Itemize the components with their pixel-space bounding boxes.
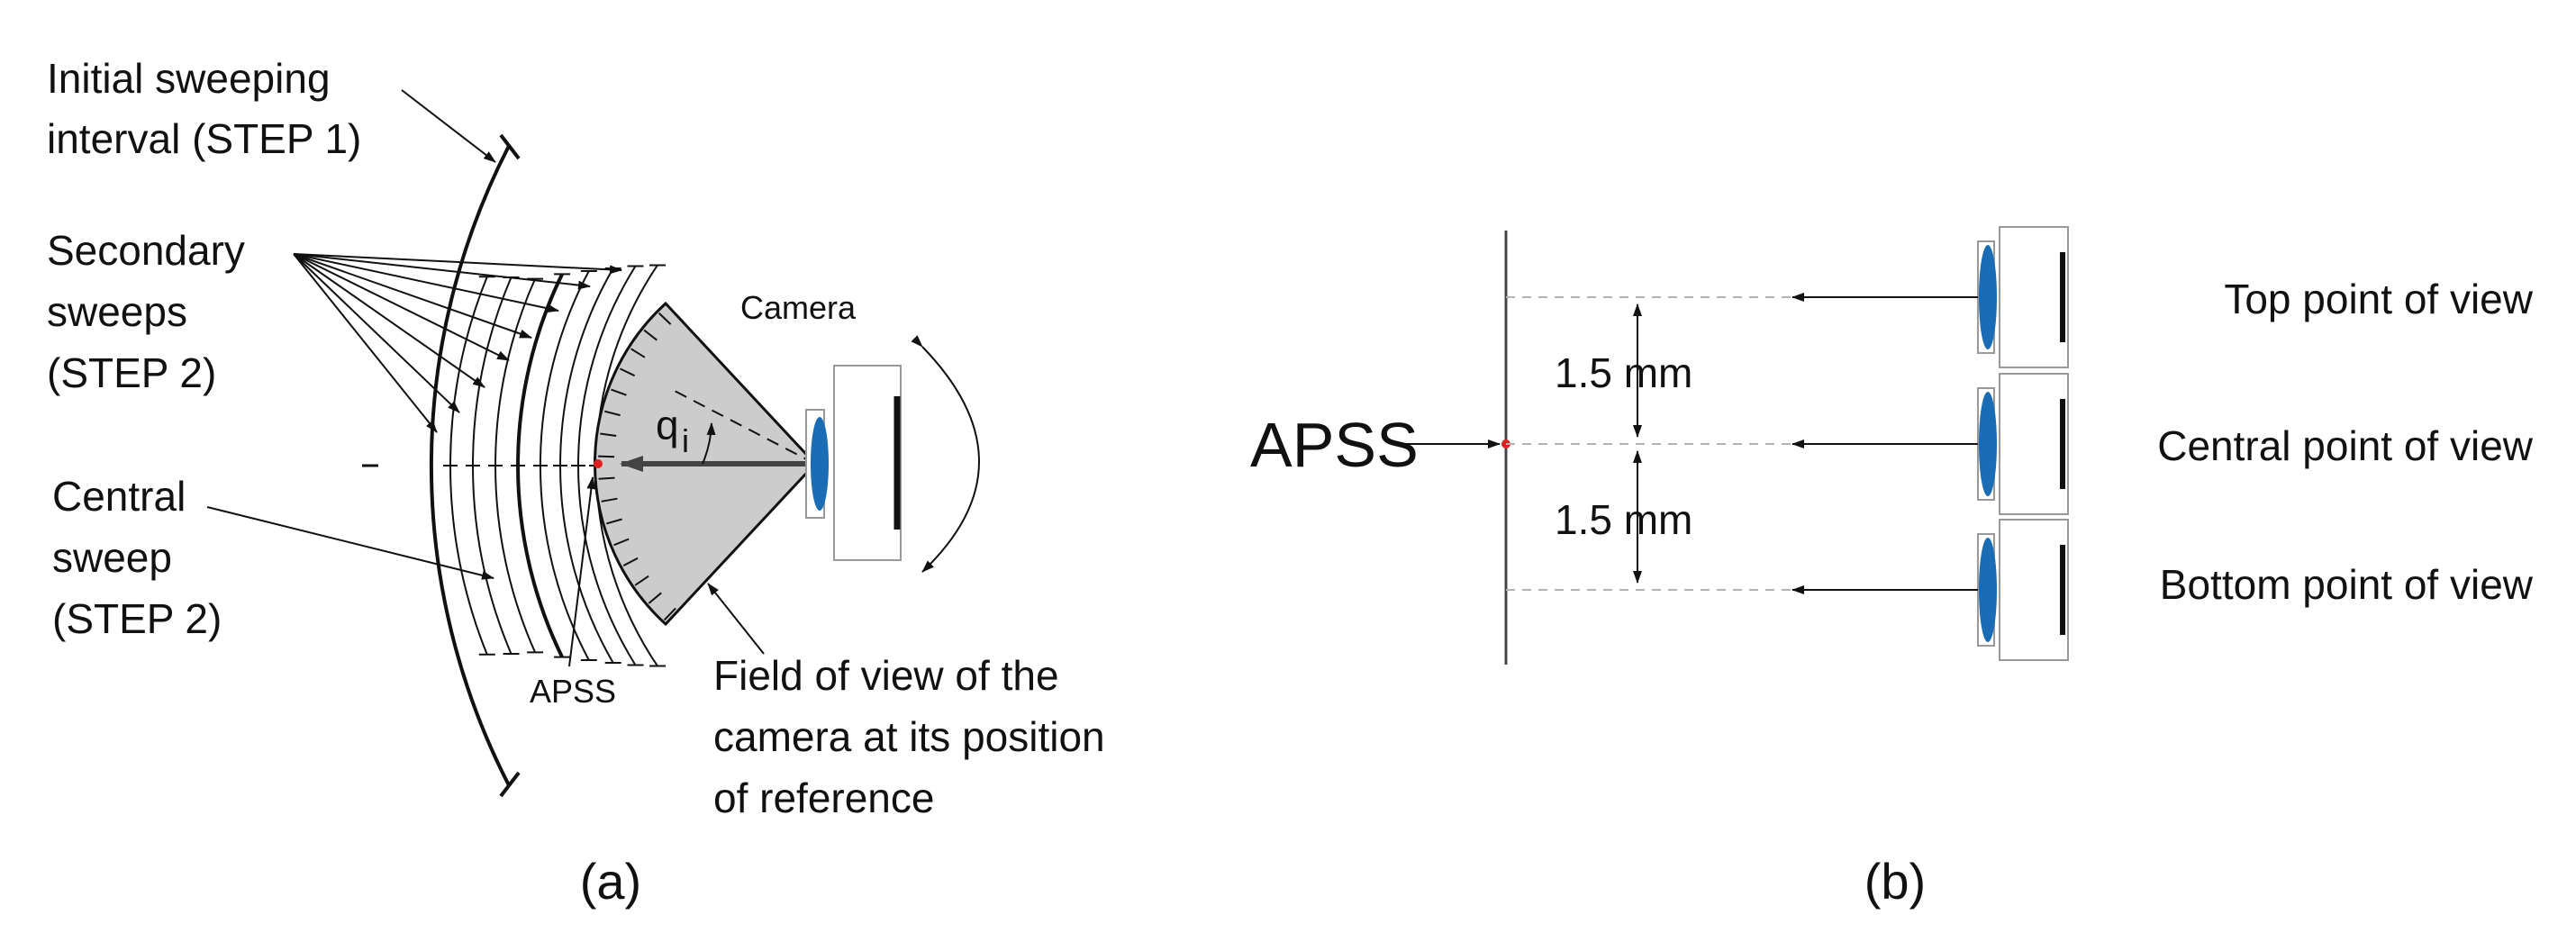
initial-sweep-arc [362, 133, 521, 798]
label-secondary-sweeps: Secondary sweeps (STEP 2) [47, 227, 622, 433]
angle-subscript: i [682, 422, 689, 459]
label-central-sweep: Central sweep (STEP 2) [52, 473, 494, 642]
label-fov-line1: Field of view of the [713, 652, 1059, 699]
rotation-arrow [911, 335, 980, 573]
lens-icon [1979, 538, 1997, 642]
label-central-line3: (STEP 2) [52, 595, 222, 642]
caption-a: (a) [580, 853, 641, 910]
label-initial-sweep-line1: Initial sweeping [47, 55, 331, 102]
label-apss-a: APSS [530, 476, 616, 710]
label-fov-line2: camera at its position [713, 713, 1105, 760]
label-central-view: Central point of view [2157, 422, 2534, 469]
field-of-view-wedge: q i [594, 301, 818, 627]
angle-arc [702, 422, 716, 465]
label-initial-sweep-line2: interval (STEP 1) [47, 115, 361, 162]
label-secondary-line2: sweeps [47, 288, 187, 335]
dimension-bottom: 1.5 mm [1555, 450, 1692, 584]
lens-icon [1979, 245, 1997, 349]
camera-a [805, 365, 902, 561]
secondary-sweep-arcs [443, 264, 667, 667]
label-camera: Camera [740, 289, 857, 326]
panel-b: APSS 1.5 mm 1.5 mm Top point of view Cen… [1250, 226, 2534, 910]
label-secondary-line3: (STEP 2) [47, 349, 216, 396]
spacing-top-label: 1.5 mm [1555, 349, 1692, 396]
rotated-axis-line [670, 388, 816, 465]
label-apss-a-text: APSS [530, 673, 616, 710]
label-secondary-line1: Secondary [47, 227, 245, 274]
camera-top [1791, 226, 2069, 368]
label-apss-b: APSS [1250, 410, 1419, 480]
panel-a: q i Initial sweeping interval (STEP 1) S… [47, 55, 1105, 910]
label-fov-line3: of reference [713, 774, 934, 821]
label-field-of-view: Field of view of the camera at its posit… [707, 583, 1105, 821]
label-bottom-view: Bottom point of view [2160, 561, 2534, 608]
camera-bottom [1791, 519, 2069, 661]
caption-b: (b) [1864, 853, 1926, 910]
camera-central [1791, 373, 2069, 515]
spacing-bottom-label: 1.5 mm [1555, 496, 1692, 543]
label-top-view: Top point of view [2224, 276, 2533, 322]
dimension-top: 1.5 mm [1555, 303, 1692, 438]
label-central-line1: Central [52, 473, 186, 520]
angle-symbol: q [656, 402, 679, 448]
label-initial-sweep: Initial sweeping interval (STEP 1) [47, 55, 496, 163]
label-central-line2: sweep [52, 534, 172, 581]
lens-icon [1979, 392, 1997, 496]
lens-icon [811, 417, 829, 511]
apss-point-a [594, 459, 603, 468]
